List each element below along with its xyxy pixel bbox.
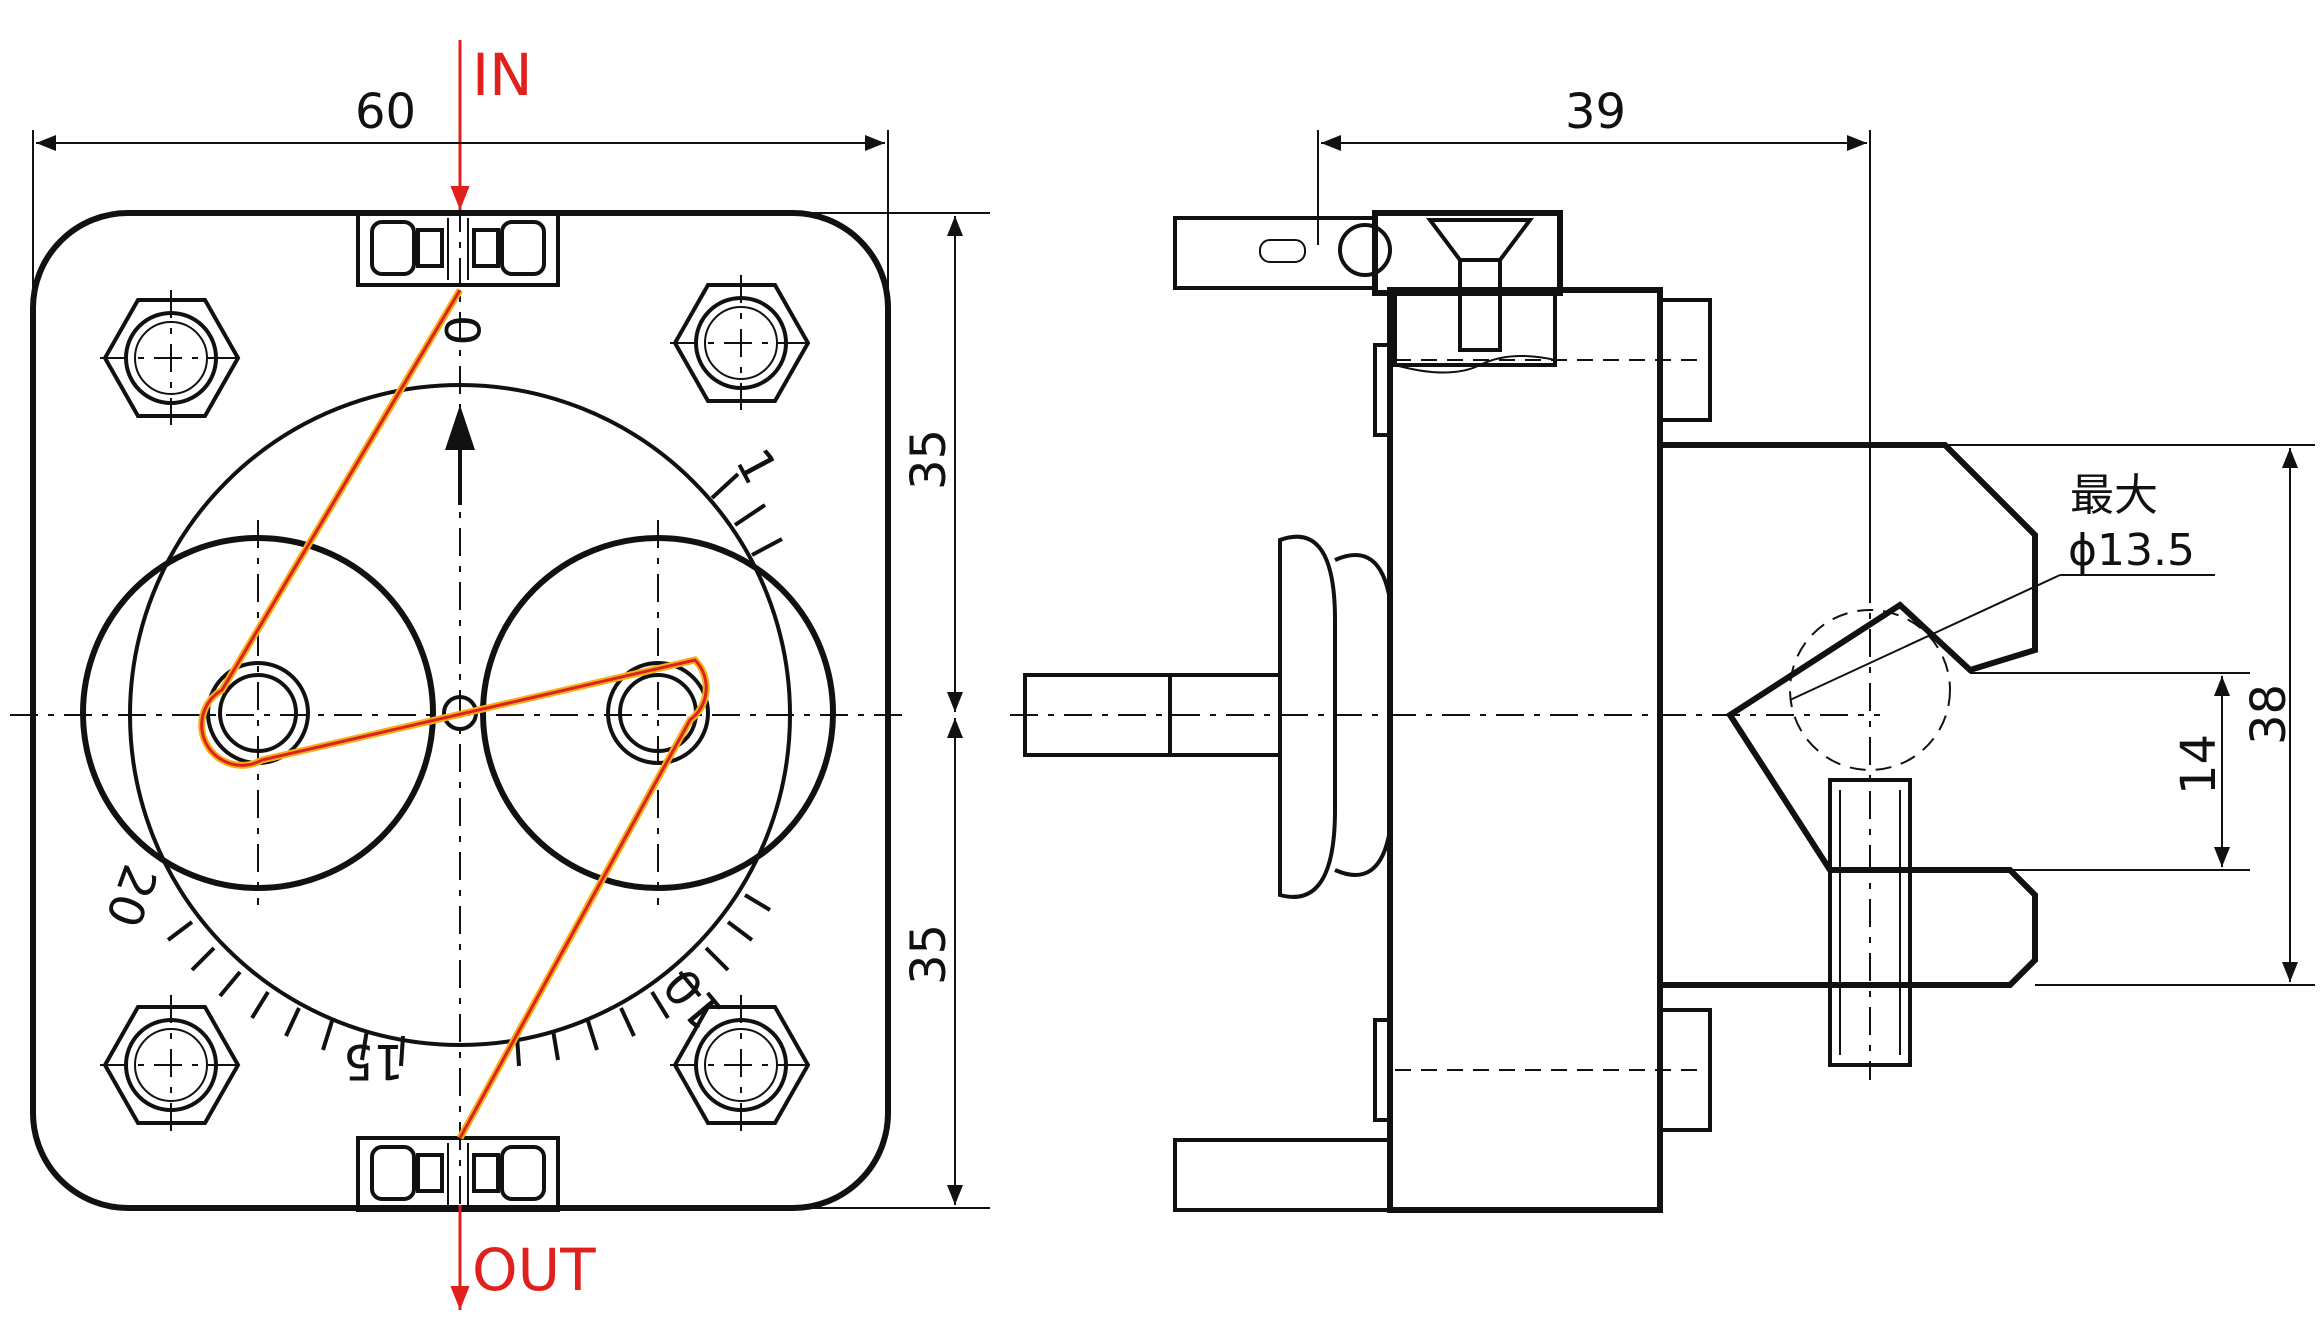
dial-label-15: 15	[343, 1033, 404, 1089]
side-screw-icon	[1426, 218, 1534, 262]
tube-clip-bottom	[356, 1136, 560, 1212]
side-clamp-bore	[1789, 609, 1951, 771]
side-knurled-shaft	[1023, 673, 1172, 757]
dial-label-1: 1	[724, 440, 788, 493]
hex-nut-bottom-left	[100, 995, 245, 1135]
hex-nut-top-right	[670, 275, 815, 410]
note-diameter-label: ϕ13.5	[2068, 525, 2195, 576]
front-view: 0 1 10 15 20	[10, 40, 990, 1310]
dimension-clamp-inner-text: 14	[2171, 734, 2227, 795]
dimension-front-heights	[560, 212, 990, 1209]
dimension-front-upper-text: 35	[901, 429, 957, 490]
tube-clip-top	[356, 211, 560, 287]
hex-nut-bottom-right	[670, 995, 815, 1135]
side-top-bracket	[1173, 216, 1377, 290]
note-leader	[1789, 574, 2061, 701]
dial-label-10: 10	[653, 957, 735, 1040]
dimension-clamp	[1945, 444, 2315, 986]
inlet-label: IN	[472, 41, 533, 109]
dimension-front-lower-text: 35	[901, 924, 957, 985]
hex-nut-top-left	[100, 290, 245, 425]
dial-sector	[128, 383, 792, 1047]
side-main-plate	[1387, 287, 1663, 1213]
note-max-label: 最大	[2070, 470, 2158, 521]
side-view: 39 38 14 最大 ϕ13.5	[1010, 84, 2315, 1213]
dimension-side-depth-text: 39	[1565, 84, 1626, 140]
dial-ticks	[166, 472, 783, 1067]
dial-pointer-icon	[445, 405, 475, 450]
dial-label-20: 20	[94, 858, 168, 935]
side-top-flange	[1372, 210, 1563, 296]
dimension-front-width	[32, 130, 889, 300]
side-roller-profile	[1278, 534, 1337, 899]
outlet-label: OUT	[472, 1236, 596, 1304]
dimension-front-width-text: 60	[355, 84, 416, 140]
side-bottom-tab	[1173, 1138, 1392, 1212]
dimension-side-depth	[1317, 130, 1871, 600]
tube-path	[198, 40, 710, 1310]
dimension-clamp-height-text: 38	[2241, 684, 2297, 745]
side-clamp-body	[1660, 442, 2038, 988]
